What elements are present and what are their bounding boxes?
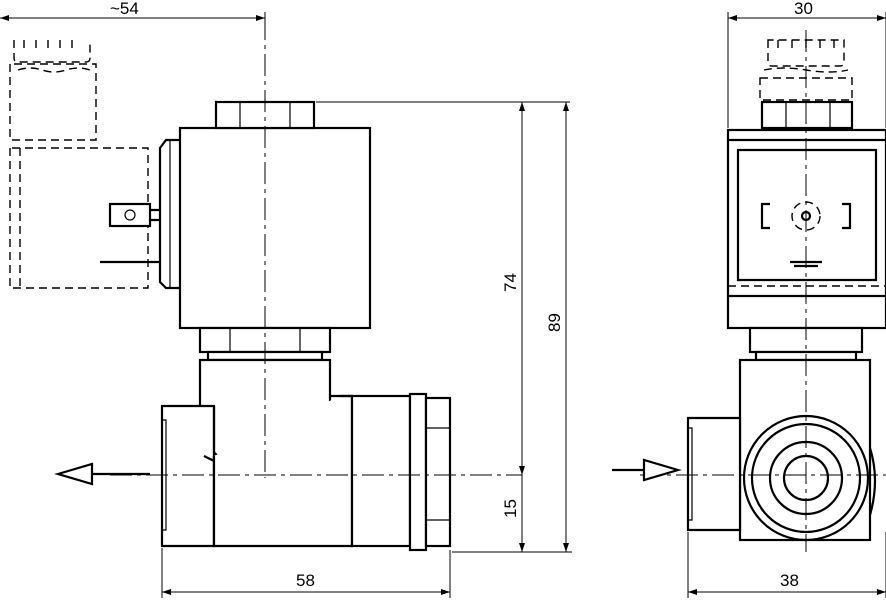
front-coil: [726, 128, 886, 330]
flow-arrow-right: [612, 458, 682, 482]
dim-label-height-89: 89: [545, 313, 564, 332]
dim-label-right-width: 30: [794, 0, 813, 18]
coil-body: [100, 126, 372, 330]
valve-body: [160, 358, 452, 552]
front-top-nut: [760, 100, 854, 130]
dim-label-height-15: 15: [501, 499, 520, 518]
front-view: [612, 30, 886, 552]
dim-label-bottom-right: 38: [780, 571, 799, 590]
flow-arrow-left: [54, 462, 150, 486]
dim-label-bottom-left: 58: [296, 571, 315, 590]
front-valve-body: [686, 358, 877, 542]
dim-label-height-74: 74: [501, 273, 520, 292]
side-view: [9, 18, 522, 552]
connector-plug-outline: [9, 40, 149, 289]
dim-label-top-width: ~54: [110, 0, 139, 18]
dimension-lines: [0, 12, 886, 598]
